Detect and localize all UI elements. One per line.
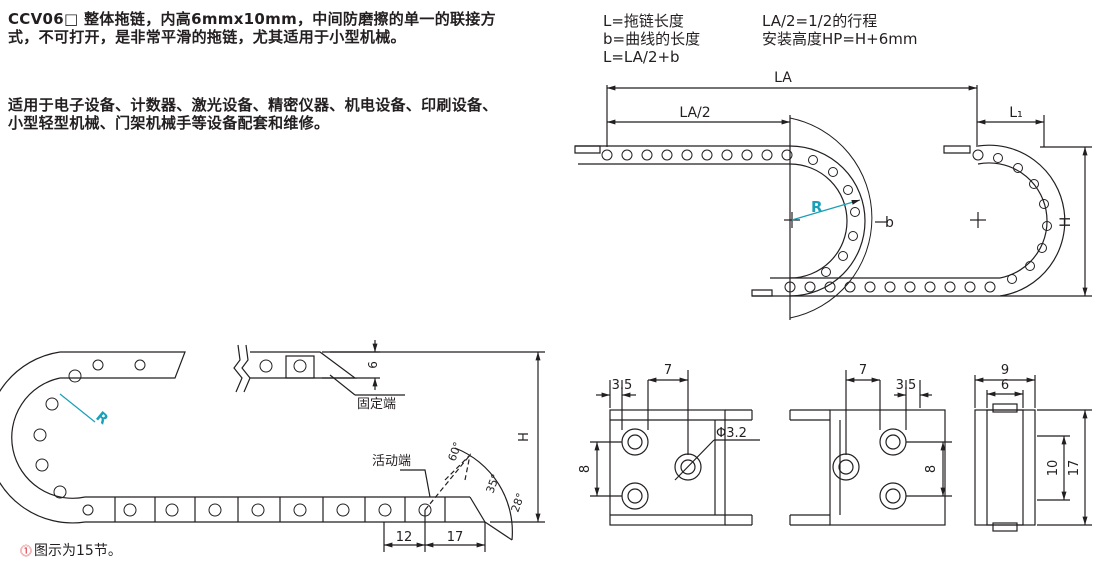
formula-stroke: LA/2=1/2的行程	[762, 12, 878, 30]
top-chain-diagram	[574, 85, 1092, 320]
dim-12-label: 12	[396, 530, 413, 545]
angle-35-label: 35°	[484, 472, 503, 495]
top-chain-links	[601, 149, 1052, 293]
curve-length-label: b	[885, 215, 894, 231]
dim-17-label: 17	[447, 530, 464, 545]
end-view	[974, 375, 1092, 532]
front-b-dim-8: 8	[924, 465, 939, 473]
formula-left: L=拖链长度 b=曲线的长度 L=LA/2+b	[603, 12, 700, 66]
end-dim-9: 9	[1001, 363, 1009, 378]
la-half-label: LA/2	[679, 105, 710, 121]
end-dim-10: 10	[1046, 460, 1061, 477]
front-a-dim-8: 8	[578, 465, 593, 473]
formula-l-equation: L=LA/2+b	[603, 48, 680, 66]
product-description: CCV06□ 整体拖链，内高6mmx10mm，中间防磨擦的单一的联接方式，不可打…	[8, 10, 496, 46]
moving-end-label: 活动端	[372, 454, 411, 469]
side-chain-links	[33, 359, 432, 517]
l1-label: L₁	[1009, 105, 1022, 121]
height-label-side: H	[517, 432, 532, 442]
front-b-dim-7: 7	[859, 363, 867, 378]
pitch-label: 9	[365, 361, 379, 369]
note-mark-icon: ⓵	[20, 544, 33, 558]
fixed-end-label: 固定端	[357, 397, 396, 412]
front-view-middle	[789, 370, 952, 526]
note-text: 图示为15节。	[34, 543, 122, 559]
front-a-dim-3-5: 3.5	[612, 378, 633, 393]
side-chain-diagram	[0, 340, 545, 552]
end-dim-6: 6	[1001, 378, 1009, 393]
formula-install-height: 安装高度HP=H+6mm	[762, 30, 918, 48]
end-dim-17: 17	[1067, 460, 1082, 477]
front-a-dim-phi: Φ3.2	[716, 426, 747, 441]
front-b-dim-3-5: 3.5	[896, 378, 917, 393]
height-label-top: H	[1058, 217, 1074, 228]
application-description: 适用于电子设备、计数器、激光设备、精密仪器、机电设备、印刷设备、小型轻型机械、门…	[8, 96, 498, 132]
formula-b-definition: b=曲线的长度	[603, 30, 701, 48]
angle-28-label: 28°	[509, 491, 528, 514]
formula-l-definition: L=拖链长度	[603, 12, 684, 30]
radius-label-top: R	[811, 198, 823, 216]
front-a-dim-7: 7	[664, 363, 672, 378]
formula-right: LA/2=1/2的行程 安装高度HP=H+6mm	[762, 12, 918, 48]
angle-60-label: 60°	[446, 440, 465, 463]
front-view-left	[590, 370, 760, 526]
radius-label-side: R	[92, 409, 111, 428]
la-label: LA	[774, 70, 792, 86]
